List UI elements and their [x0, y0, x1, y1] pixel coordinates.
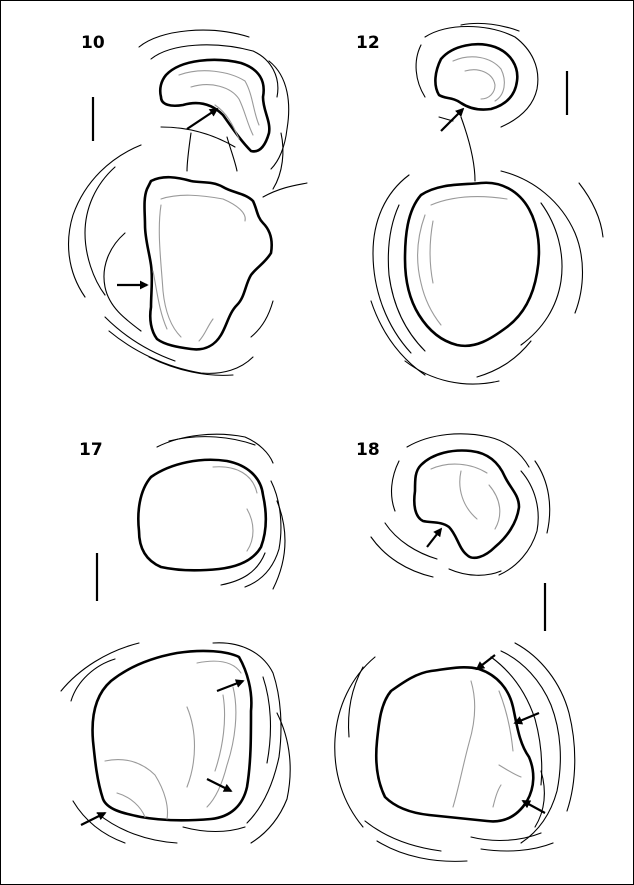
panel-12-drawing — [371, 23, 603, 384]
panel-18-drawing — [335, 434, 575, 862]
panel-17-drawing — [61, 434, 290, 843]
arrow-17-top — [217, 681, 243, 691]
arrow-17-left — [81, 813, 105, 825]
outline-12-lower — [405, 183, 539, 346]
arrow-18-top — [477, 655, 495, 669]
outline-17-upper — [138, 460, 265, 571]
outline-18-lower — [376, 667, 533, 821]
arrow-10-upper — [187, 109, 217, 129]
arrow-18-bottom — [523, 801, 545, 813]
outline-12-upper — [435, 44, 517, 109]
panel-10-drawing — [69, 30, 307, 375]
arrow-12 — [441, 109, 463, 131]
outline-10-lower — [145, 177, 272, 349]
outline-17-lower — [93, 651, 252, 820]
arrow-18-upper — [427, 529, 441, 547]
